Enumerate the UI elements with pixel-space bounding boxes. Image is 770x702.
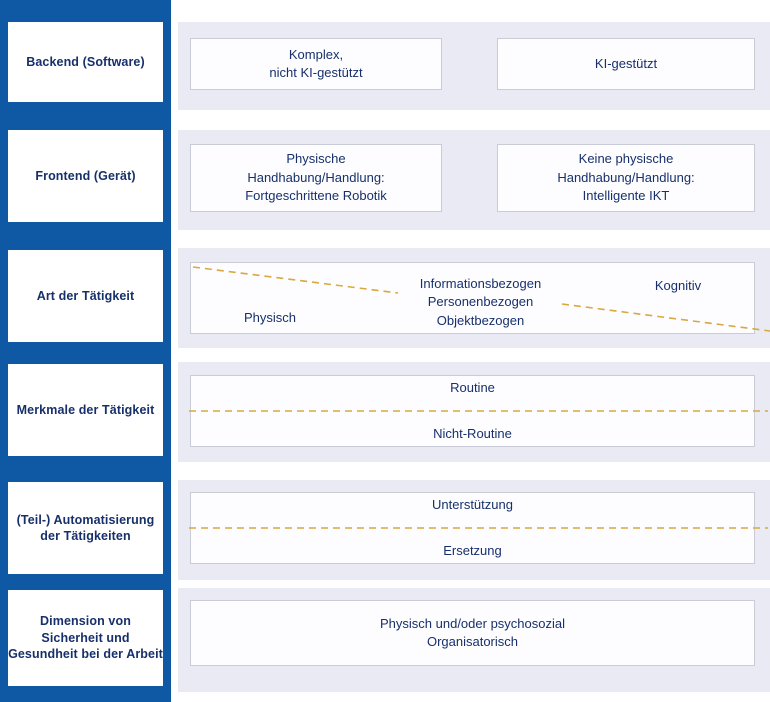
cell-backend-complex[interactable]: Komplex, nicht KI-gestützt	[190, 38, 442, 90]
cell-line: Intelligente IKT	[582, 188, 670, 204]
sidebar-background	[0, 0, 171, 702]
row-label-line: Automatisierung	[53, 512, 155, 527]
row-label-activity-type: Art der Tätigkeit	[8, 250, 163, 342]
row-label-line: (Software)	[82, 54, 145, 69]
cell-activity-physisch: Physisch	[190, 309, 350, 327]
row-label-frontend: Frontend (Gerät)	[8, 130, 163, 222]
cell-line: Fortgeschrittene Robotik	[245, 188, 387, 204]
row-label-line: Dimension von	[40, 614, 131, 629]
cell-line: Physisch	[243, 310, 297, 325]
cell-line: Keine physische	[578, 151, 674, 167]
cell-backend-ai[interactable]: KI-gestützt	[497, 38, 755, 90]
cell-line-support: Unterstützung	[432, 496, 513, 512]
cell-line: Handhabung/Handlung:	[247, 169, 385, 185]
row-label-line: (Gerät)	[93, 168, 136, 183]
row-label-line: Merkmale der	[16, 402, 99, 417]
row-label-line: Tätigkeit	[102, 402, 155, 417]
cell-line: KI-gestützt	[594, 55, 658, 71]
cell-automation-container[interactable]: Unterstützung Ersetzung	[190, 492, 755, 564]
row-label-line: der Arbeit	[103, 647, 163, 662]
cell-line: Komplex,	[288, 46, 344, 62]
row-label-automation: (Teil-) Automatisierung der Tätigkeiten	[8, 482, 163, 574]
cell-line: Physische	[286, 151, 346, 167]
row-label-line: der Tätigkeiten	[40, 529, 131, 543]
cell-line: Kognitiv	[654, 278, 702, 293]
row-label-backend: Backend (Software)	[8, 22, 163, 102]
cell-line: Physisch und/oder psychosozial	[380, 615, 565, 631]
row-label-line: Backend	[26, 54, 80, 69]
cell-line: Informationsbezogen	[419, 276, 542, 291]
cell-activity-info-person-objekt: Informationsbezogen Personenbezogen Obje…	[388, 275, 573, 330]
cell-frontend-physical[interactable]: Physische Handhabung/Handlung: Fortgesch…	[190, 144, 442, 212]
cell-line: Objektbezogen	[436, 312, 525, 328]
row-label-line: (Teil-)	[16, 512, 51, 527]
row-label-line: Gesundheit bei	[8, 647, 100, 662]
row-label-line: Art der Tätigkeit	[36, 288, 135, 303]
cell-characteristics-container[interactable]: Routine Nicht-Routine	[190, 375, 755, 447]
row-label-line: Sicherheit und	[41, 630, 130, 645]
cell-line: Personenbezogen	[427, 294, 534, 310]
cell-line-replacement: Ersetzung	[443, 543, 502, 558]
cell-line: nicht KI-gestützt	[269, 65, 363, 80]
row-label-osh-dimension: Dimension von Sicherheit und Gesundheit …	[8, 590, 163, 686]
row-label-characteristics: Merkmale der Tätigkeit	[8, 364, 163, 456]
row-label-line: Frontend	[35, 168, 91, 183]
cell-frontend-nonphysical[interactable]: Keine physische Handhabung/Handlung: Int…	[497, 144, 755, 212]
cell-activity-kognitiv: Kognitiv	[608, 277, 748, 295]
cell-line: Organisatorisch	[426, 634, 519, 649]
cell-osh-dimension[interactable]: Physisch und/oder psychosozial Organisat…	[190, 600, 755, 666]
cell-line-routine: Routine	[450, 379, 495, 395]
cell-line: Handhabung/Handlung:	[557, 169, 695, 185]
cell-line-non-routine: Nicht-Routine	[433, 426, 512, 441]
